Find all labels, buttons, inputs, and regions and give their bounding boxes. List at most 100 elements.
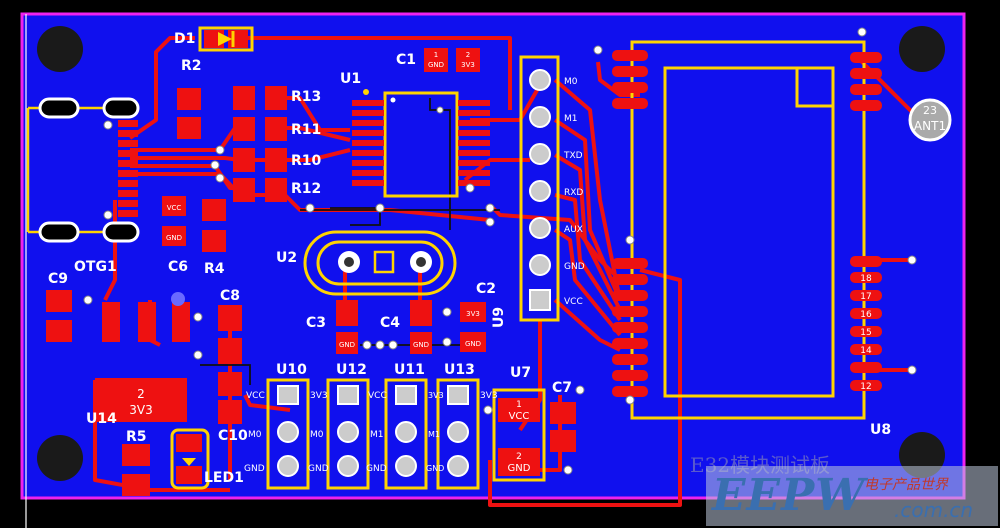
designator-labels: D1 R2 R13 R11 R10 R12 U1 C1 OTG1 C6 R4 C… xyxy=(48,31,891,486)
r5-pad-1 xyxy=(122,444,150,466)
label-c6: C6 xyxy=(168,259,188,275)
u14-pad-3v3: 3V3 xyxy=(129,403,152,417)
label-c4: C4 xyxy=(380,315,400,331)
u11-label-gnd: GND xyxy=(366,464,387,474)
label-r4: R4 xyxy=(204,261,225,277)
u9-label-m1: M1 xyxy=(564,114,578,124)
u9-label-aux: AUX xyxy=(564,225,583,235)
c8-marker-dot xyxy=(171,292,185,306)
label-led1: LED1 xyxy=(204,470,244,486)
mount-hole-bottom-left xyxy=(37,435,83,481)
watermark-url: .com.cn xyxy=(894,498,974,522)
copper-traces xyxy=(93,36,922,507)
otg1-connector xyxy=(38,97,140,243)
u13-outline xyxy=(436,378,480,490)
c3-pad xyxy=(336,300,358,326)
ant1-connector: 23 ANT1 xyxy=(908,98,952,142)
u14-pad-num: 2 xyxy=(137,387,145,401)
label-r2: R2 xyxy=(181,58,202,74)
c4-pad-gnd: GND xyxy=(413,341,429,349)
label-d1: D1 xyxy=(174,31,195,47)
u14-tab-2 xyxy=(138,302,156,342)
label-r11: R11 xyxy=(291,122,321,138)
r5-pad-2 xyxy=(122,474,150,496)
c6-pad-gnd: GND xyxy=(166,234,182,242)
u10-label-m0: M0 xyxy=(248,430,262,440)
u7-outline xyxy=(492,388,546,482)
u10-outline xyxy=(266,378,310,490)
mount-hole-top-right xyxy=(899,26,945,72)
c8-pad-2 xyxy=(218,338,242,364)
u12-label-gnd: GND xyxy=(308,464,329,474)
c2-pad-gnd: GND xyxy=(465,340,481,348)
u13-label-3v3-right: 3V3 xyxy=(480,391,498,401)
led1-outline xyxy=(170,428,210,490)
eepw-watermark: EEPW 电子产品世界 .com.cn xyxy=(706,466,998,526)
c9-pad-2 xyxy=(46,320,72,342)
u2-crystal-outline xyxy=(303,230,457,296)
u7-pad1-num: 1 xyxy=(516,400,522,410)
u13-label-m1: M1 xyxy=(428,430,440,439)
e32-inner-outline xyxy=(663,66,835,398)
c6-pad-vcc: VCC xyxy=(167,204,182,212)
label-u7: U7 xyxy=(510,365,531,381)
c10-pad-1 xyxy=(218,372,242,396)
u7-pad2-num: 2 xyxy=(516,452,522,462)
u9-label-m0: M0 xyxy=(564,77,578,87)
ant1-label: ANT1 xyxy=(914,119,946,133)
d1-outline xyxy=(198,26,254,52)
label-c1: C1 xyxy=(396,52,416,68)
u2-crystal-pads xyxy=(338,250,432,274)
e32-module-pads xyxy=(612,50,882,397)
u7-pad1-vcc: VCC xyxy=(509,411,530,422)
label-otg1: OTG1 xyxy=(74,259,117,275)
u11-label-m1: M1 xyxy=(370,430,384,440)
u12-label-m0: M0 xyxy=(310,430,324,440)
watermark-brand: EEPW xyxy=(712,470,866,521)
u8-pin-16: 16 xyxy=(860,310,872,320)
u9-header-pins: M0 M1 TXD RXD AUX GND VCC xyxy=(529,69,585,311)
labelled-cap-pads: 1 GND 2 3V3 VCC GND 3V3 GND GND GND 1 VC… xyxy=(95,48,540,476)
vias xyxy=(83,27,917,475)
r4-pad-1 xyxy=(202,199,226,221)
label-u14: U14 xyxy=(86,411,117,427)
u9-label-gnd: GND xyxy=(564,262,585,272)
c1-pad1-gnd: GND xyxy=(428,61,444,69)
label-c8: C8 xyxy=(220,288,240,304)
ant1-pin-number: 23 xyxy=(923,104,937,117)
c2-pad-3v3: 3V3 xyxy=(466,310,480,318)
c7-pad-2 xyxy=(550,430,576,452)
r4-pad-2 xyxy=(202,230,226,252)
label-c9: C9 xyxy=(48,271,68,287)
u2-crystal-inner xyxy=(316,240,444,286)
u12-label-vcc: VCC xyxy=(368,391,387,401)
u8-pin-15: 15 xyxy=(860,328,871,338)
mount-hole-top-left xyxy=(37,26,83,72)
c8-pad-1 xyxy=(218,305,242,331)
u8-pin-18: 18 xyxy=(860,274,872,284)
c1-pad2-num: 2 xyxy=(466,51,470,59)
label-u13: U13 xyxy=(444,362,475,378)
label-u9: U9 xyxy=(491,307,507,328)
e32-notch xyxy=(795,66,835,108)
label-u8: U8 xyxy=(870,422,891,438)
u13-label-3v3: 3V3 xyxy=(428,391,444,400)
u10-label-vcc: VCC xyxy=(246,391,265,401)
label-u2: U2 xyxy=(276,250,297,266)
u11-outline xyxy=(384,378,428,490)
u14-tab-1 xyxy=(102,302,120,342)
label-c2: C2 xyxy=(476,281,496,297)
u13-label-gnd: GND xyxy=(426,464,444,473)
c3-pad-gnd: GND xyxy=(339,341,355,349)
u7-pad2-gnd: GND xyxy=(508,463,531,474)
u10-label-gnd: GND xyxy=(244,464,265,474)
label-r13: R13 xyxy=(291,89,321,105)
label-r5: R5 xyxy=(126,429,147,445)
u8-pin-12: 12 xyxy=(860,382,871,392)
label-u10: U10 xyxy=(276,362,307,378)
label-r10: R10 xyxy=(291,153,322,169)
c4-pad xyxy=(410,300,432,326)
r2-pad-2 xyxy=(177,117,201,139)
jumper-headers: VCC M0 GND 3V3 M0 GND VCC M1 GND 3V3 M1 … xyxy=(244,385,498,477)
